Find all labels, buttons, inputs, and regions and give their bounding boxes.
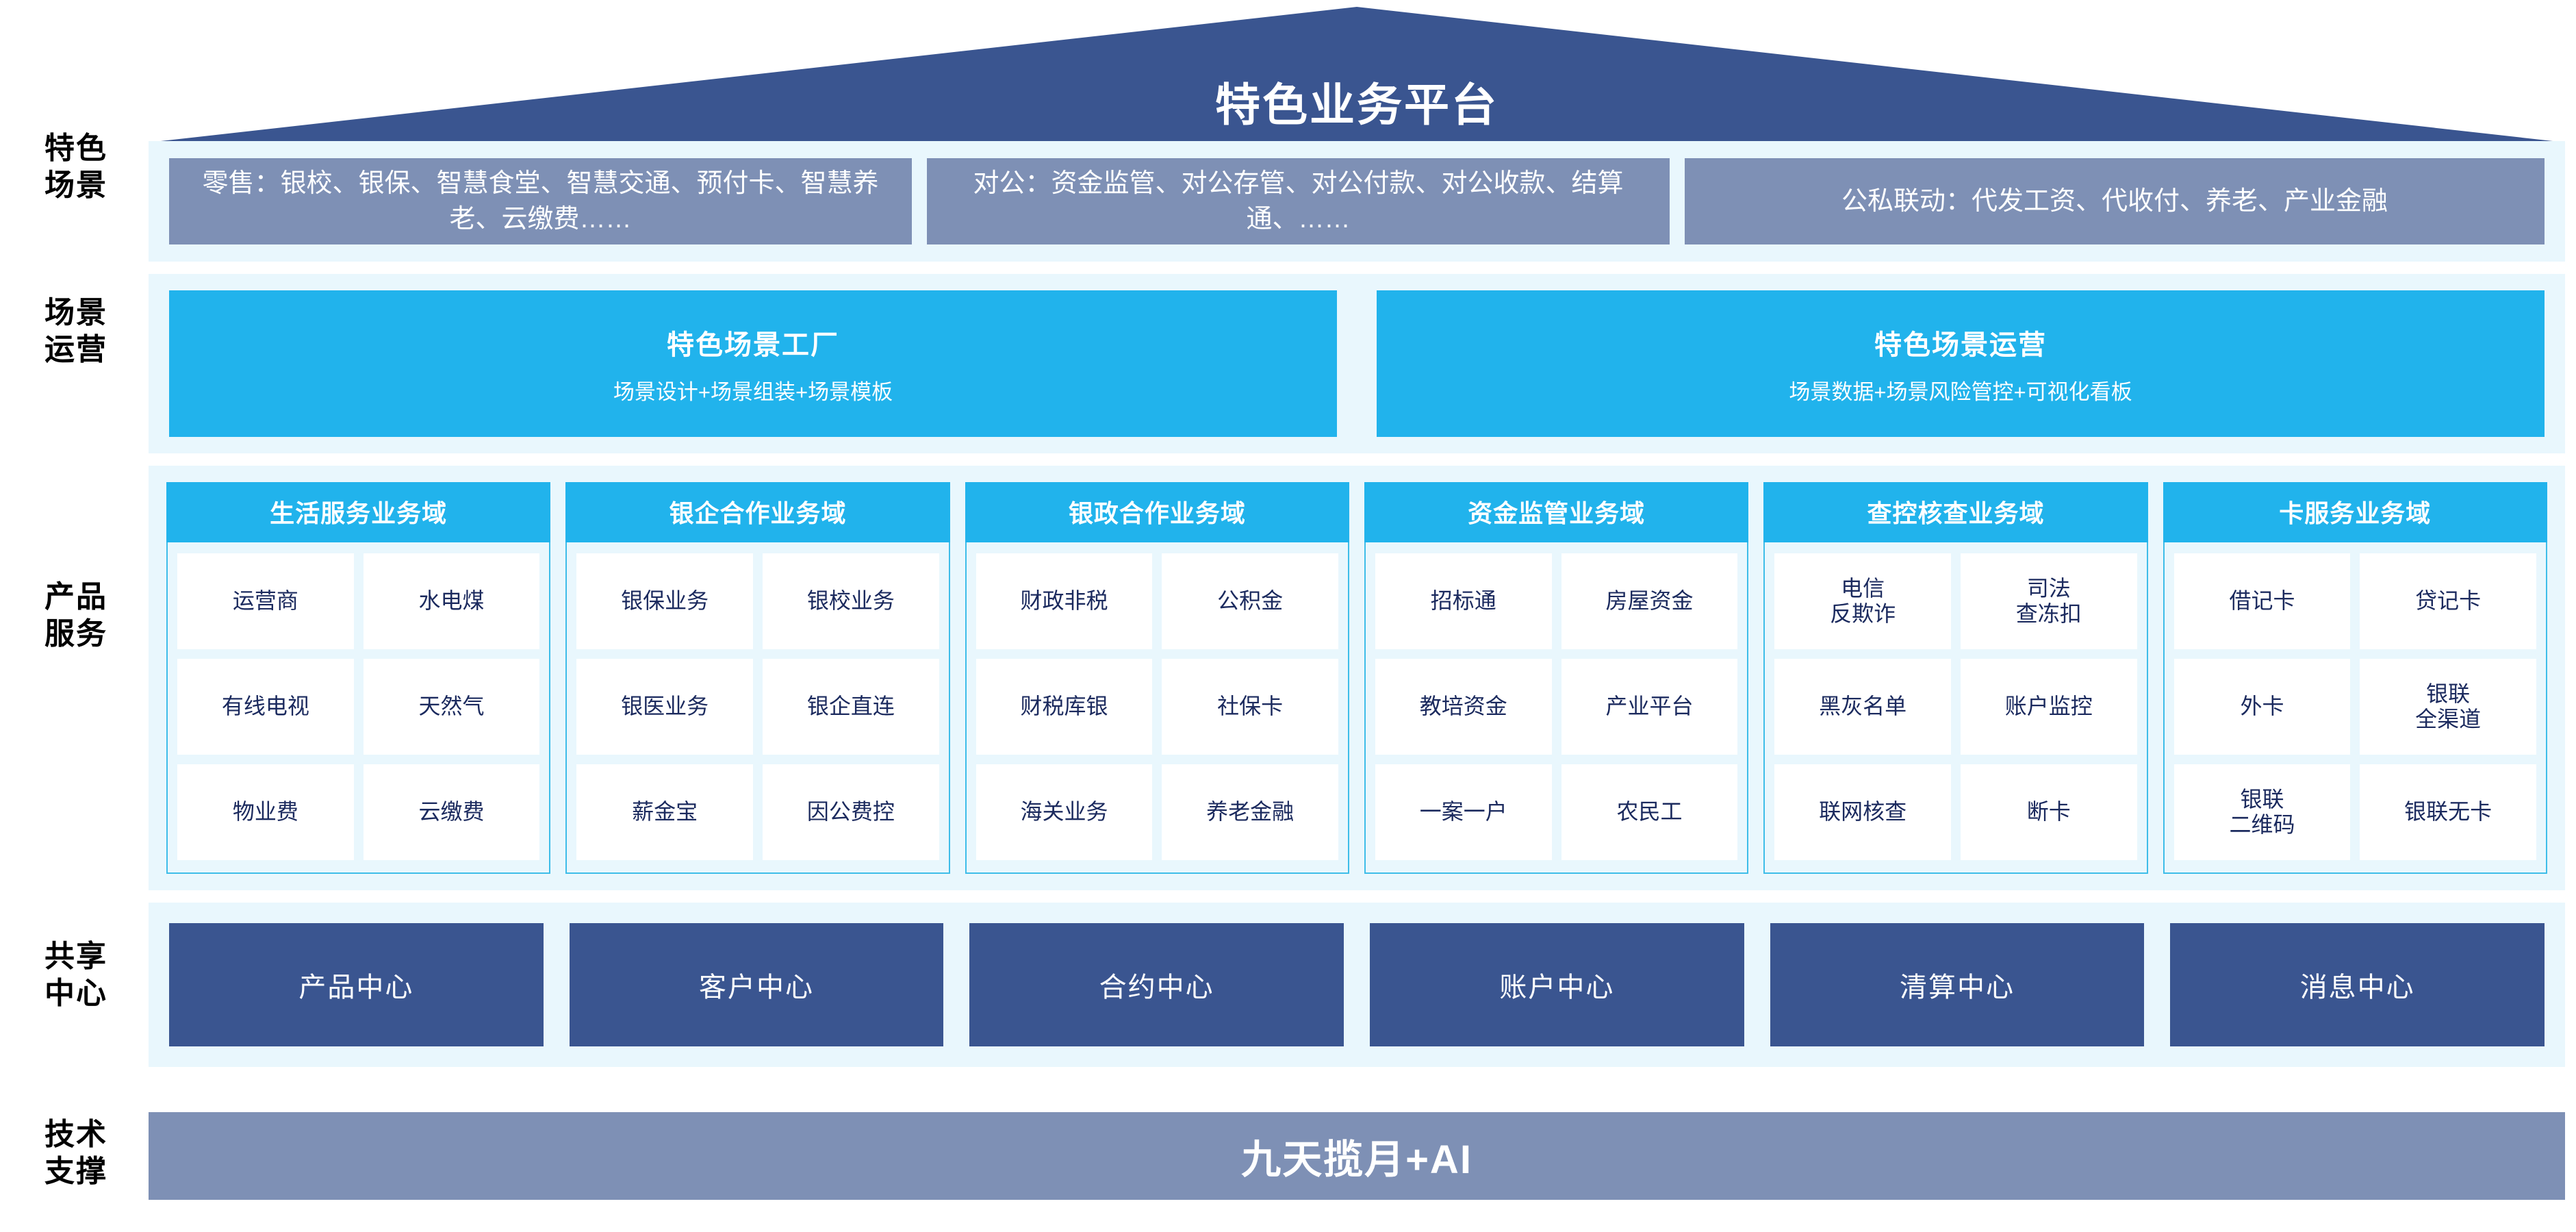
domain-tile[interactable]: 招标通 [1375,553,1552,649]
domain-tile[interactable]: 运营商 [177,553,354,649]
center-box-product[interactable]: 产品中心 [169,923,544,1046]
center-box-contract[interactable]: 合约中心 [969,923,1344,1046]
domain-tile[interactable]: 水电煤 [363,553,540,649]
domain-tile[interactable]: 银企直连 [762,659,939,755]
scene-box-retail[interactable]: 零售：银校、银保、智慧食堂、智慧交通、预付卡、智慧养老、云缴费…… [169,158,912,244]
domain-tile-grid: 运营商 水电煤 有线电视 天然气 物业费 云缴费 [166,542,551,874]
scene-band: 零售：银校、银保、智慧食堂、智慧交通、预付卡、智慧养老、云缴费…… 对公：资金监… [149,141,2565,262]
domain-tile[interactable]: 公积金 [1162,553,1338,649]
domain-tile[interactable]: 电信 反欺诈 [1774,553,1951,649]
page-title: 特色业务平台 [1215,79,1499,130]
operations-subtitle: 场景设计+场景组装+场景模板 [613,379,893,404]
domain-tile-grid: 电信 反欺诈 司法 查冻扣 黑灰名单 账户监控 联网核查 断卡 [1763,542,2148,874]
domain-tile[interactable]: 产业平台 [1561,659,1738,755]
operations-card-operation[interactable]: 特色场景运营 场景数据+场景风险管控+可视化看板 [1377,290,2545,437]
domain-tile[interactable]: 社保卡 [1162,659,1338,755]
domain-title: 卡服务业务域 [2163,482,2547,542]
domain-tile-grid: 借记卡 贷记卡 外卡 银联 全渠道 银联 二维码 银联无卡 [2163,542,2547,874]
domain-tile[interactable]: 薪金宝 [576,764,753,860]
domain-tile[interactable]: 借记卡 [2173,553,2351,649]
domain-tile[interactable]: 司法 查冻扣 [1960,553,2137,649]
domain-tile[interactable]: 银校业务 [762,553,939,649]
product-band: 生活服务业务域 运营商 水电煤 有线电视 天然气 物业费 云缴费 银企合作业务域… [149,466,2565,890]
domain-card-fund-supervision[interactable]: 资金监管业务域 招标通 房屋资金 教培资金 产业平台 一案一户 农民工 [1364,482,1749,874]
domain-title: 银企合作业务域 [565,482,950,542]
tech-support-bar[interactable]: 九天揽月+AI [149,1112,2565,1200]
domain-tile-grid: 财政非税 公积金 财税库银 社保卡 海关业务 养老金融 [965,542,1349,874]
domain-tile[interactable]: 银保业务 [576,553,753,649]
domain-title: 银政合作业务域 [965,482,1349,542]
operations-card-factory[interactable]: 特色场景工厂 场景设计+场景组装+场景模板 [169,290,1337,437]
scene-box-corporate[interactable]: 对公：资金监管、对公存管、对公付款、对公收款、结算通、…… [927,158,1670,244]
domain-tile[interactable]: 农民工 [1561,764,1738,860]
domain-tile[interactable]: 银联 全渠道 [2360,659,2536,755]
domain-tile[interactable]: 银联无卡 [2360,764,2536,860]
center-band: 产品中心 客户中心 合约中心 账户中心 清算中心 消息中心 [149,903,2565,1067]
row-label-scene: 特色 场景 [44,131,107,202]
domain-card-card-service[interactable]: 卡服务业务域 借记卡 贷记卡 外卡 银联 全渠道 银联 二维码 银联无卡 [2163,482,2547,874]
row-label-tech: 技术 支撑 [44,1118,107,1188]
domain-tile[interactable]: 因公费控 [762,764,939,860]
domain-card-bank-government[interactable]: 银政合作业务域 财政非税 公积金 财税库银 社保卡 海关业务 养老金融 [965,482,1349,874]
center-box-message[interactable]: 消息中心 [2170,923,2545,1046]
domain-tile[interactable]: 银医业务 [576,659,753,755]
center-box-account[interactable]: 账户中心 [1370,923,1744,1046]
center-box-clearing[interactable]: 清算中心 [1770,923,2145,1046]
domain-tile[interactable]: 断卡 [1960,764,2137,860]
domain-tile[interactable]: 天然气 [363,659,540,755]
domain-tile[interactable]: 教培资金 [1375,659,1552,755]
domain-card-life-service[interactable]: 生活服务业务域 运营商 水电煤 有线电视 天然气 物业费 云缴费 [166,482,551,874]
domain-tile[interactable]: 云缴费 [363,764,540,860]
domain-tile[interactable]: 贷记卡 [2360,553,2536,649]
operations-row: 特色场景工厂 场景设计+场景组装+场景模板 特色场景运营 场景数据+场景风险管控… [169,290,2545,437]
domain-tile[interactable]: 一案一户 [1375,764,1552,860]
operations-subtitle: 场景数据+场景风险管控+可视化看板 [1789,379,2132,404]
domain-title: 生活服务业务域 [166,482,551,542]
operations-band: 特色场景工厂 场景设计+场景组装+场景模板 特色场景运营 场景数据+场景风险管控… [149,274,2565,453]
domain-tile[interactable]: 养老金融 [1162,764,1338,860]
domain-card-bank-enterprise[interactable]: 银企合作业务域 银保业务 银校业务 银医业务 银企直连 薪金宝 因公费控 [565,482,950,874]
domain-tile[interactable]: 有线电视 [177,659,354,755]
domain-tile[interactable]: 财政非税 [975,553,1153,649]
domain-tile[interactable]: 账户监控 [1960,659,2137,755]
domain-tile[interactable]: 房屋资金 [1561,553,1738,649]
center-box-customer[interactable]: 客户中心 [569,923,944,1046]
domain-tile[interactable]: 黑灰名单 [1774,659,1951,755]
row-label-product: 产品 服务 [44,580,107,651]
platform-roof: 特色业务平台 [149,7,2565,142]
domain-tile-grid: 招标通 房屋资金 教培资金 产业平台 一案一户 农民工 [1364,542,1749,874]
scene-row: 零售：银校、银保、智慧食堂、智慧交通、预付卡、智慧养老、云缴费…… 对公：资金监… [169,158,2545,244]
domain-tile[interactable]: 财税库银 [975,659,1153,755]
domain-row: 生活服务业务域 运营商 水电煤 有线电视 天然气 物业费 云缴费 银企合作业务域… [166,482,2547,874]
domain-tile-grid: 银保业务 银校业务 银医业务 银企直连 薪金宝 因公费控 [565,542,950,874]
scene-box-linkage[interactable]: 公私联动：代发工资、代收付、养老、产业金融 [1685,158,2545,244]
domain-tile[interactable]: 银联 二维码 [2173,764,2351,860]
domain-tile[interactable]: 联网核查 [1774,764,1951,860]
domain-card-investigation-control[interactable]: 查控核查业务域 电信 反欺诈 司法 查冻扣 黑灰名单 账户监控 联网核查 断卡 [1763,482,2148,874]
domain-title: 查控核查业务域 [1763,482,2148,542]
row-label-ops: 场景 运营 [44,296,107,366]
row-label-center: 共享 中心 [44,940,107,1010]
operations-title: 特色场景运营 [1874,329,2047,360]
center-row: 产品中心 客户中心 合约中心 账户中心 清算中心 消息中心 [169,923,2545,1046]
operations-title: 特色场景工厂 [667,329,839,360]
domain-tile[interactable]: 外卡 [2173,659,2351,755]
domain-tile[interactable]: 物业费 [177,764,354,860]
domain-title: 资金监管业务域 [1364,482,1749,542]
domain-tile[interactable]: 海关业务 [975,764,1153,860]
